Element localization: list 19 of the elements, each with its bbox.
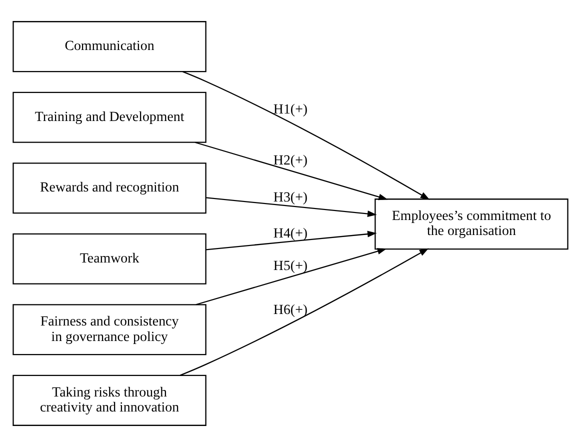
edge-label: H1(+) [273, 102, 308, 117]
node-box: Rewards and recognition [12, 162, 206, 214]
arrow [180, 248, 429, 376]
node-box: Taking risks through creativity and innovation [12, 374, 206, 426]
node-box: Fairness and consistency in governance policy [12, 304, 206, 355]
edge-label: H4(+) [273, 226, 308, 242]
edge-label: H5(+) [273, 258, 308, 274]
arrow [206, 196, 377, 217]
node-box: Communication [12, 20, 206, 72]
arrow [182, 70, 430, 200]
node-box: Employees’s commitment to the organisation [374, 198, 568, 250]
edge-label: H6(+) [273, 302, 308, 318]
arrow [194, 141, 388, 200]
edge-label: H2(+) [273, 152, 308, 168]
edge-label: H3(+) [273, 190, 308, 206]
arrow [196, 248, 387, 305]
arrow [206, 230, 377, 250]
node-box: Training and Development [12, 91, 206, 142]
node-box: Teamwork [12, 232, 206, 284]
